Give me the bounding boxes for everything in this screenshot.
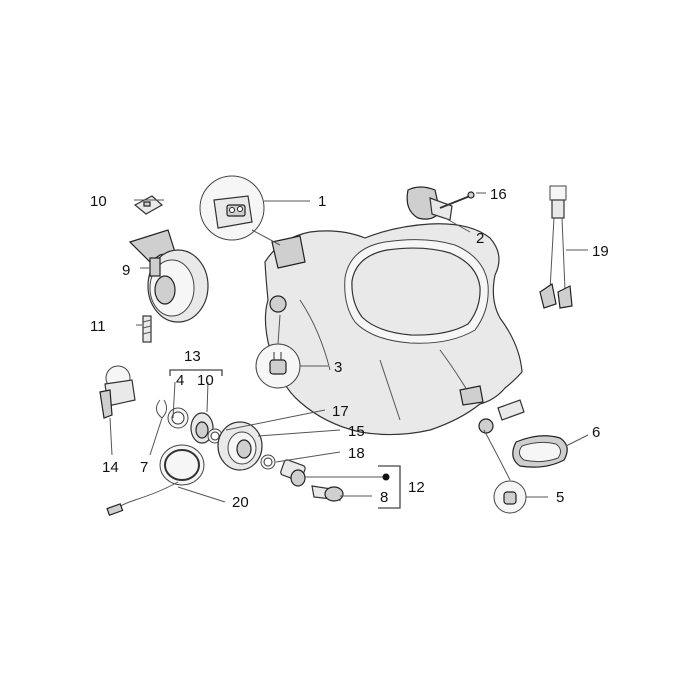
bracket-12: [378, 465, 401, 509]
part-9-horn: [128, 229, 209, 323]
callout-10-top: 10: [90, 193, 107, 210]
callout-9: 9: [122, 262, 130, 279]
part-11-bolt: [142, 315, 152, 343]
callout-3: 3: [334, 359, 342, 376]
part-15-housing: [217, 421, 263, 471]
callout-16: 16: [490, 186, 507, 203]
part-1-switch-detail: [199, 175, 281, 246]
part-6-mirror: [483, 429, 568, 481]
part-5-bulb-detail: [493, 480, 527, 514]
part-10-clip: [133, 195, 164, 215]
callout-8: 8: [380, 489, 388, 506]
bracket-13: [169, 369, 223, 376]
callout-20: 20: [232, 494, 249, 511]
callout-6: 6: [592, 424, 600, 441]
callout-13: 13: [184, 348, 201, 365]
callout-5: 5: [556, 489, 564, 506]
callout-1: 1: [318, 193, 326, 210]
callout-14: 14: [102, 459, 119, 476]
part-12-lock-cylinder: [280, 459, 306, 487]
callout-labels: 1 2 3 4 5 6 7 8 9 10 10 11 12 13 14 15 1…: [90, 186, 609, 511]
callout-10-ring: 10: [197, 372, 214, 389]
callout-4: 4: [176, 372, 184, 389]
part-16-screw: [439, 191, 475, 209]
callout-11: 11: [90, 318, 106, 335]
bracket-12-dot: [382, 473, 390, 481]
part-3-bulb-detail: [255, 314, 301, 389]
leader-lines: [134, 192, 589, 503]
handlebar-cover: [264, 223, 525, 436]
part-20-ring-wire: [106, 444, 205, 516]
callout-7: 7: [140, 459, 148, 476]
part-18-ring: [260, 454, 276, 470]
callout-2: 2: [476, 230, 484, 247]
part-14-socket: [99, 365, 136, 456]
part-7-spring-clip: [149, 399, 168, 456]
callout-19: 19: [592, 243, 609, 260]
part-2-bracket: [406, 186, 453, 221]
part-19-wiring-harness: [539, 185, 573, 309]
callout-12: 12: [408, 479, 425, 496]
part-10-bushing: [190, 412, 214, 444]
part-8-key: [311, 485, 344, 502]
callout-17: 17: [332, 403, 349, 420]
callout-15: 15: [348, 423, 365, 440]
callout-18: 18: [348, 445, 365, 462]
part-4-ring: [167, 407, 189, 429]
